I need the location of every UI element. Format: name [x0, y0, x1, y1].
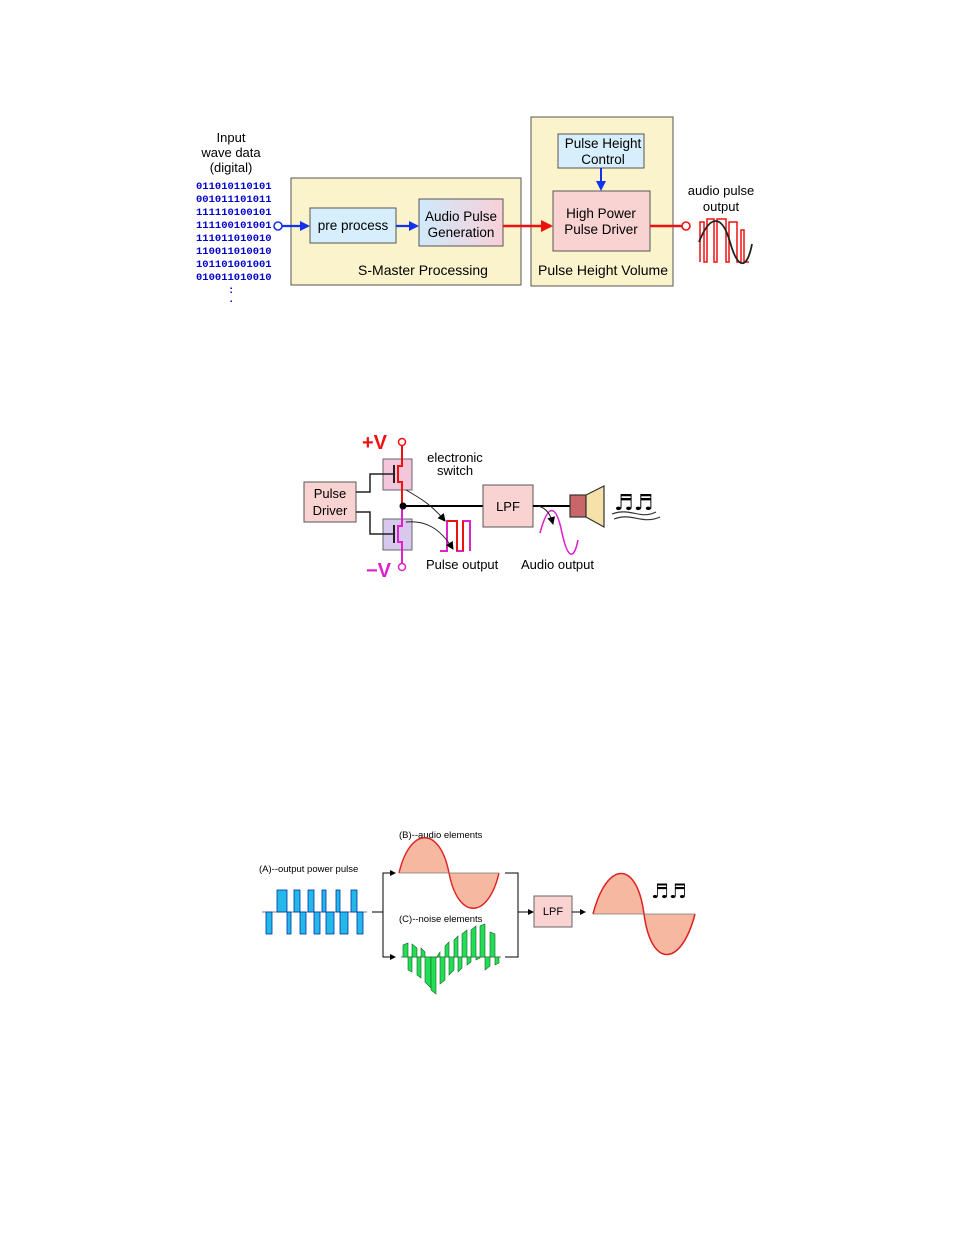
high-power-driver-line1: High Power — [566, 206, 636, 221]
noise-elements-label: (C)--noise elements — [399, 914, 483, 925]
high-power-driver-line2: Pulse Driver — [564, 222, 638, 237]
combine-arrow — [528, 909, 534, 915]
input-label-line2: wave data — [200, 145, 261, 160]
split-bracket — [382, 872, 395, 958]
lpf-out-arrow — [580, 909, 586, 915]
audio-output-arrow — [537, 505, 556, 525]
high-power-pulse-driver-box — [552, 190, 651, 252]
audio-pulse-generation-line2: Generation — [428, 225, 495, 240]
output-power-pulse-wave — [262, 889, 367, 935]
bit-continuation: : — [228, 285, 234, 297]
minus-v-label: −V — [366, 560, 392, 582]
pulse-output-wave-magenta — [440, 520, 471, 552]
input-terminal — [273, 221, 283, 231]
gate-line-low — [356, 511, 394, 535]
plus-v-label: +V — [362, 432, 388, 454]
pulse-output-label: Pulse output — [426, 557, 499, 572]
music-notes-icon-2: ♬♬ — [651, 879, 687, 903]
bit-row: 011010110101 — [196, 181, 272, 193]
diagram-signal-decomposition: (A)--output power pulse (B)--audio eleme… — [259, 830, 696, 995]
sine-wave — [698, 220, 753, 264]
pulse-driver-box — [303, 481, 357, 523]
bit-row: 111110100101 — [196, 207, 272, 219]
lpf-label: LPF — [496, 499, 520, 514]
low-side-channel — [397, 506, 403, 563]
pulse-height-volume-label: Pulse Height Volume — [538, 262, 668, 278]
audio-output-label: Audio output — [521, 557, 594, 572]
smaster-processing-label: S-Master Processing — [358, 262, 488, 278]
diagram-switching-circuit: +V −V electronic switch Pulse Driver LPF… — [303, 432, 661, 582]
output-power-pulse-label: (A)--output power pulse — [259, 864, 358, 875]
preprocess-label: pre process — [318, 218, 389, 233]
lpf-box-2 — [533, 895, 573, 928]
pulse-driver-line1: Pulse — [314, 486, 347, 501]
bit-row: 111100101001 — [196, 220, 272, 232]
audio-pulse-generation-box — [418, 198, 504, 247]
output-label-line1: audio pulse — [688, 183, 755, 198]
minus-v-terminal — [397, 562, 407, 572]
split-arrow-top — [390, 870, 396, 876]
pulse-height-control-line2: Control — [581, 152, 625, 167]
audio-output-wave — [539, 509, 579, 555]
sound-wave-line — [613, 516, 661, 521]
digital-bit-stream: 011010110101 001011101011 111110100101 1… — [196, 181, 272, 306]
combine-bracket — [505, 872, 519, 958]
high-switch-arrow — [405, 489, 446, 522]
bit-row: 110011010010 — [196, 246, 272, 258]
high-side-channel — [397, 446, 403, 506]
sound-wave-line — [611, 511, 657, 516]
input-label-line3: (digital) — [210, 160, 253, 175]
preprocess-box — [309, 207, 397, 244]
audio-elements-label: (B)--audio elements — [399, 830, 483, 841]
speaker-cone — [585, 485, 605, 529]
electronic-switch-line1: electronic — [427, 450, 483, 465]
bit-row: 001011101011 — [196, 194, 272, 206]
gate-line-high — [356, 473, 394, 493]
noise-elements-wave — [401, 923, 501, 995]
pwm-pulse-wave — [699, 218, 749, 263]
output-terminal — [681, 221, 691, 231]
lpf-label-2: LPF — [543, 906, 563, 918]
output-label-line2: output — [703, 199, 740, 214]
bit-row: 010011010010 — [196, 272, 272, 284]
lpf-box — [482, 484, 534, 528]
bit-row: 111011010010 — [196, 233, 272, 245]
audio-pulse-generation-line1: Audio Pulse — [425, 209, 497, 224]
pulse-output-wave-red — [447, 520, 464, 551]
electronic-switch-line2: switch — [437, 463, 473, 478]
pulse-height-control-line1: Pulse Height — [565, 136, 642, 151]
plus-v-terminal — [397, 437, 407, 447]
low-switch-arrow — [405, 521, 454, 550]
diagram-smaster-block: Input wave data (digital) 011010110101 0… — [196, 116, 755, 306]
speaker-magnet — [569, 494, 587, 518]
pulse-driver-line2: Driver — [313, 503, 348, 518]
bit-row: 101101001001 — [196, 259, 272, 271]
split-arrow-bottom — [390, 954, 396, 960]
input-label-line1: Input — [217, 130, 246, 145]
bit-continuation: . — [228, 294, 234, 306]
